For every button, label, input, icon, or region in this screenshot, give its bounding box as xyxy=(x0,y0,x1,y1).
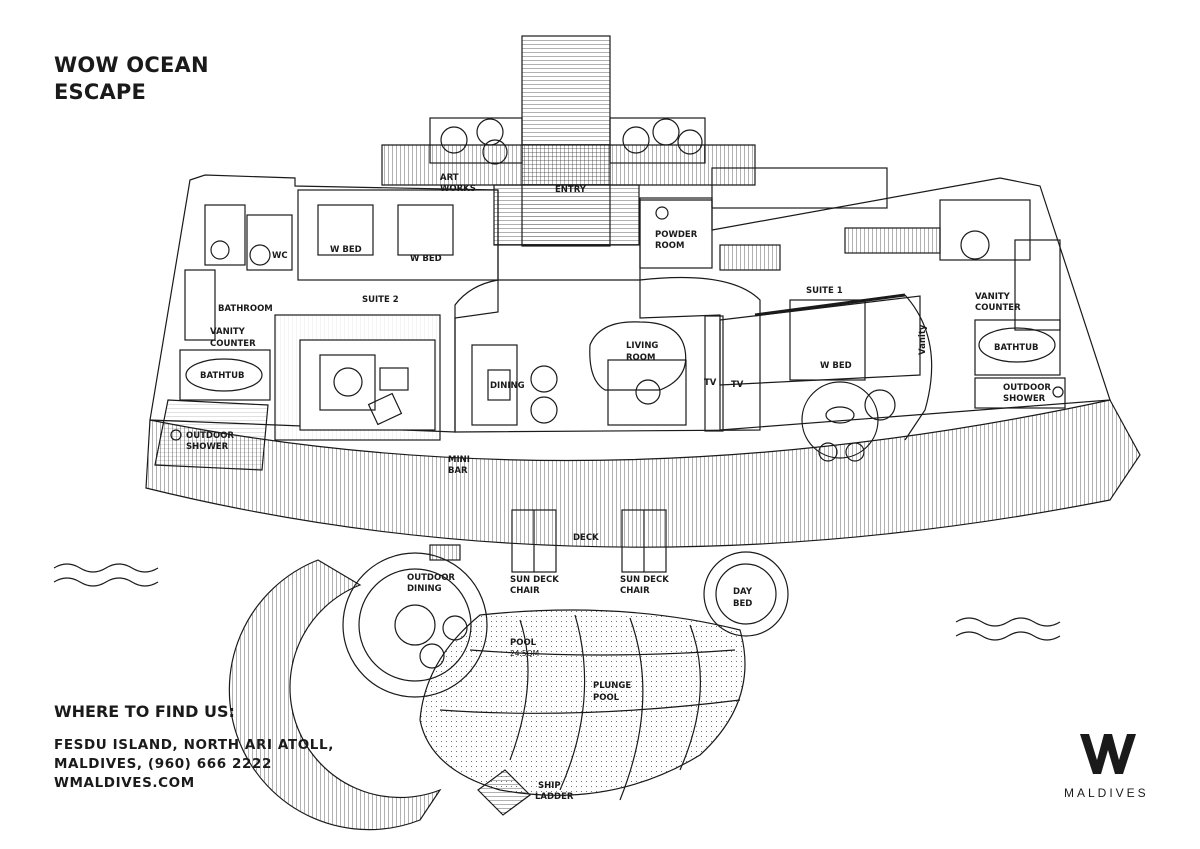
label-sun-deck-left: SUN DECK xyxy=(510,575,559,585)
label-bathroom: BATHROOM xyxy=(218,304,273,314)
label-outdoor-dining: OUTDOOR xyxy=(407,573,455,583)
label-w-bed-2: W BED xyxy=(410,254,442,264)
label-dining: DINING xyxy=(490,381,525,391)
label-suite-2: SUITE 2 xyxy=(362,295,399,305)
label-powder: POWDER xyxy=(655,230,698,240)
label-counter-right: COUNTER xyxy=(975,303,1021,313)
deck-area xyxy=(145,399,1141,548)
tree-icon-left xyxy=(440,118,508,165)
label-entry: ENTRY xyxy=(555,185,587,195)
label-mini: MINI xyxy=(448,455,470,465)
title-line-1: WOW OCEAN xyxy=(54,53,209,77)
label-plunge-pool: POOL xyxy=(593,693,620,703)
living-room-rug xyxy=(607,359,687,426)
w-logo-icon xyxy=(1080,734,1136,774)
label-chair-left: CHAIR xyxy=(510,586,540,596)
label-suite-1: SUITE 1 xyxy=(806,286,843,296)
label-w-bed-1: W BED xyxy=(330,245,362,255)
bed-suite2-a xyxy=(317,204,374,256)
label-deck: DECK xyxy=(573,533,599,543)
bed-suite1 xyxy=(789,299,866,381)
label-tv-2: TV xyxy=(731,380,744,390)
label-pool: POOL xyxy=(510,638,537,648)
bed-suite2-b xyxy=(397,204,454,256)
label-counter-left: COUNTER xyxy=(210,339,256,349)
label-plunge: PLUNGE xyxy=(593,681,631,691)
day-bed xyxy=(703,551,789,637)
label-outdoor-dining-2: DINING xyxy=(407,584,442,594)
label-wc: WC xyxy=(272,251,288,261)
label-outdoor-left: OUTDOOR xyxy=(186,431,234,441)
label-tv-1: TV xyxy=(704,378,717,388)
label-vanity-right: VANITY xyxy=(975,292,1011,302)
label-shower-right: SHOWER xyxy=(1003,394,1046,404)
label-chair-right: CHAIR xyxy=(620,586,650,596)
label-vanity-vertical: Vanity xyxy=(918,324,928,355)
label-w-bed-3: W BED xyxy=(820,361,852,371)
ship-ladder xyxy=(477,769,531,816)
label-powder-room: ROOM xyxy=(655,241,684,251)
website-link[interactable]: WMALDIVES.COM xyxy=(54,775,195,791)
label-pool-size: 24.5QM xyxy=(510,649,539,658)
label-bathtub-left: BATHTUB xyxy=(200,371,245,381)
plunge-pool xyxy=(419,609,746,796)
label-art: ART xyxy=(440,173,459,183)
label-day: DAY xyxy=(733,587,753,597)
label-mini-bar: BAR xyxy=(448,466,468,476)
contact-heading: WHERE TO FIND US: xyxy=(54,702,235,721)
label-vanity-left: VANITY xyxy=(210,327,246,337)
label-outdoor-right: OUTDOOR xyxy=(1003,383,1051,393)
page-title: WOW OCEAN ESCAPE xyxy=(54,52,284,106)
label-ladder: LADDER xyxy=(535,792,574,802)
label-bathtub-right: BATHTUB xyxy=(994,343,1039,353)
tree-icon-right xyxy=(622,118,703,155)
wave-icon-right xyxy=(955,617,1061,641)
label-shower-left: SHOWER xyxy=(186,442,229,452)
brand-name: MALDIVES xyxy=(1064,786,1149,800)
label-living: LIVING xyxy=(626,341,658,351)
outdoor-dining-platform xyxy=(342,552,488,698)
building-outline xyxy=(149,174,499,433)
label-ship: SHIP xyxy=(538,781,561,791)
label-sun-deck-right: SUN DECK xyxy=(620,575,669,585)
label-day-bed: BED xyxy=(733,599,752,609)
title-line-2: ESCAPE xyxy=(54,80,147,104)
dining-table xyxy=(471,344,518,426)
label-works: WORKS xyxy=(440,184,476,194)
address-line-2: MALDIVES, (960) 666 2222 xyxy=(54,756,273,772)
label-living-room: ROOM xyxy=(626,353,655,363)
wave-icon-left xyxy=(53,563,159,587)
